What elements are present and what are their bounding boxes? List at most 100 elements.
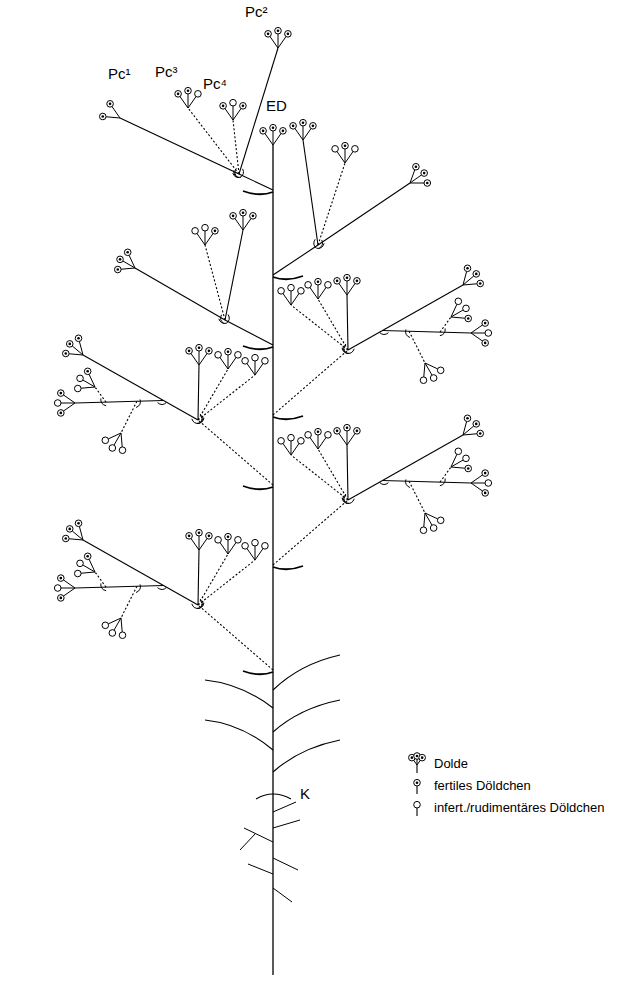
umbel-ray <box>471 325 482 333</box>
leaf <box>205 720 273 750</box>
fertile-umbellet <box>477 430 484 437</box>
infertile-umbellet <box>325 282 332 289</box>
stem-line <box>291 455 348 500</box>
fertile-umbellet <box>477 280 484 287</box>
bract <box>198 416 203 424</box>
root <box>273 802 296 812</box>
root <box>273 858 298 870</box>
umbellet-dot <box>282 130 285 133</box>
fertile-umbellet <box>240 209 247 216</box>
umbel-ray <box>471 475 482 483</box>
umbel-ray <box>180 97 188 108</box>
fertile-umbellet <box>465 315 472 322</box>
umbellet-dot <box>475 273 478 276</box>
umbel-ray <box>345 152 353 163</box>
bract <box>192 604 200 609</box>
fertile-umbellet <box>175 91 182 98</box>
stem-line <box>198 605 273 670</box>
fertile-umbellet <box>58 575 65 582</box>
umbel-ray <box>199 539 207 550</box>
fertile-umbellet <box>285 31 292 38</box>
stem-line <box>83 540 198 605</box>
paracladium-label: Pc² <box>245 4 268 21</box>
infertile-umbellet <box>109 630 116 637</box>
legend-text: infert./rudimentäres Döldchen <box>434 800 605 815</box>
fertile-umbellet <box>206 533 213 540</box>
cotyledon-label: K <box>300 786 310 803</box>
infertile-umbellet <box>119 632 126 639</box>
root <box>273 820 300 828</box>
legend-symbol <box>404 774 430 796</box>
stem-line <box>409 481 425 513</box>
fertile-umbellet <box>419 754 426 761</box>
legend: Doldefertiles Döldchen infert./rudimentär… <box>404 752 605 818</box>
umbel-ray <box>410 175 421 183</box>
umbel-ray <box>255 364 263 375</box>
stem-line <box>198 560 255 605</box>
umbel-ray <box>310 438 318 449</box>
infertile-umbellet <box>74 570 81 577</box>
umbellet-dot <box>317 430 320 433</box>
umbellet-dot <box>60 392 63 395</box>
umbel-ray <box>425 363 432 375</box>
fertile-umbellet <box>84 368 91 375</box>
infertile-umbellet <box>77 375 84 382</box>
umbel-ray <box>291 291 292 305</box>
infertile-umbellet <box>54 400 61 407</box>
legend-row: Dolde <box>404 752 605 774</box>
umbel-ray <box>225 109 233 120</box>
fertile-umbellet <box>240 103 247 110</box>
fertile-umbellet <box>196 344 203 351</box>
fertile-umbellet <box>300 119 307 126</box>
umbel-ray <box>310 288 318 299</box>
umbellet-dot <box>356 430 359 433</box>
fertile-umbellet <box>117 256 124 263</box>
fertile-umbellet <box>99 113 106 120</box>
fertile-umbellet <box>354 428 361 435</box>
bract <box>101 583 106 590</box>
fertile-umbellet <box>482 470 489 477</box>
umbellet-dot <box>188 350 191 353</box>
umbellet-dot <box>60 412 63 415</box>
umbel-ray <box>61 588 75 589</box>
umbellet-dot <box>60 577 63 580</box>
umbellet-dot <box>479 432 482 435</box>
umbel-ray <box>191 354 199 365</box>
umbellet-dot <box>109 103 112 106</box>
umbellet-dot <box>292 125 295 128</box>
umbellet-dot <box>232 215 235 218</box>
umbellet-dot <box>421 756 424 759</box>
bract <box>233 173 241 177</box>
umbel-ray <box>108 433 121 439</box>
umbel-ray <box>303 129 311 140</box>
umbellet-dot <box>101 115 104 118</box>
umbel-ray <box>318 435 319 449</box>
umbel-ray <box>64 588 75 596</box>
umbel-ray <box>243 216 244 230</box>
symbol-stem <box>416 765 417 773</box>
umbellet-dot <box>317 280 320 283</box>
umbellet-dot <box>252 215 255 218</box>
legend-row: fertiles Döldchen <box>404 774 605 796</box>
fertile-umbellet <box>473 271 480 278</box>
umbellet-dot <box>346 426 349 429</box>
stem-line <box>198 369 228 420</box>
umbel-ray <box>347 281 348 295</box>
bract <box>440 478 445 485</box>
umbel-ray <box>303 126 304 140</box>
stem-line <box>273 350 348 415</box>
infertile-umbellet <box>192 228 199 235</box>
fertile-umbellet <box>473 421 480 428</box>
umbellet-dot <box>119 258 122 261</box>
umbellet-dot <box>272 126 275 129</box>
umbel-ray <box>471 483 485 484</box>
root <box>273 888 292 902</box>
fertile-umbellet <box>250 213 257 220</box>
umbellet-dot <box>77 522 80 525</box>
infertile-umbellet <box>109 445 116 452</box>
stem-line <box>198 420 273 485</box>
umbel-ray <box>425 513 432 525</box>
umbellet-dot <box>466 417 469 420</box>
umbel-ray <box>291 444 299 455</box>
